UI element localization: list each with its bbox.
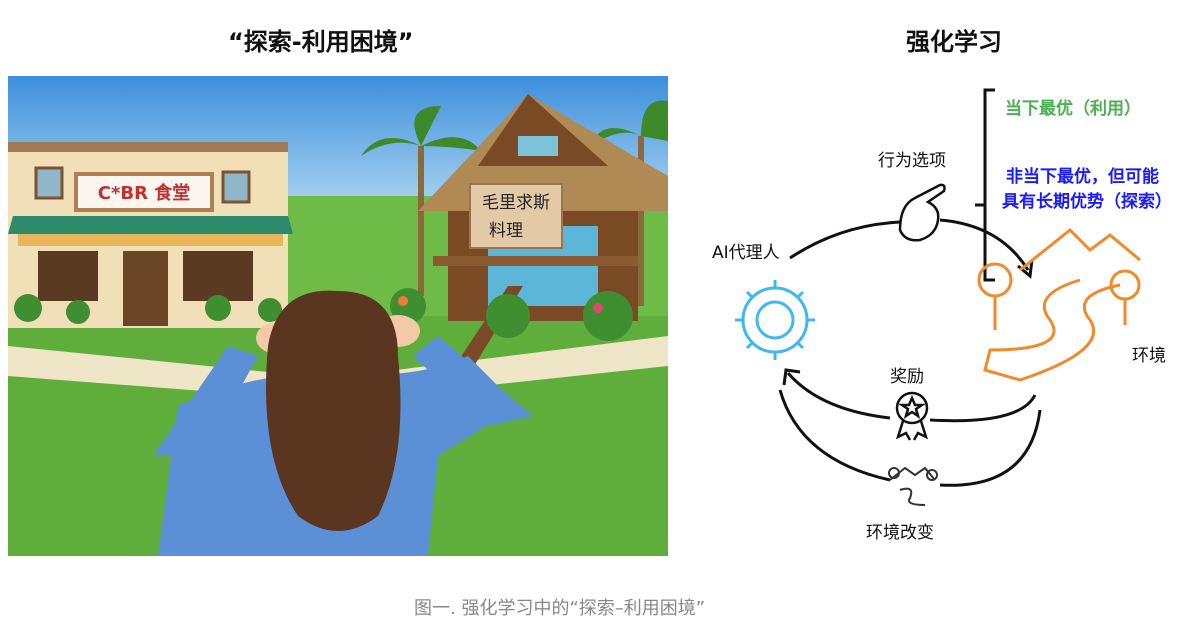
environment-label: 环境 bbox=[1132, 346, 1166, 366]
reward-medal-icon bbox=[895, 391, 929, 441]
brain-gear-icon bbox=[735, 280, 815, 360]
explore-option-line2: 具有长期优势（探索） bbox=[1002, 192, 1172, 212]
hut-sign-line1: 毛里求斯 bbox=[482, 193, 550, 213]
rl-loop-diagram bbox=[735, 88, 1141, 506]
cafeteria-sign: C*BR 食堂 bbox=[98, 182, 190, 204]
pointing-hand-icon bbox=[898, 183, 946, 242]
flower-bushes bbox=[390, 288, 633, 341]
exploit-option: 当下最优（利用） bbox=[1005, 99, 1141, 119]
action-arc-right bbox=[939, 218, 1030, 271]
dilemma-illustration: C*BR 食堂 毛里求斯 料理 bbox=[8, 76, 668, 556]
environment-change-icon bbox=[888, 466, 938, 506]
hut-sign-line2: 料理 bbox=[489, 221, 523, 241]
env-change-arrow bbox=[778, 389, 1042, 487]
illustration-scene: C*BR 食堂 毛里求斯 料理 bbox=[8, 76, 668, 556]
reward-arrow bbox=[786, 372, 1037, 423]
agent-label: AI代理人 bbox=[712, 243, 780, 263]
action-options-label: 行为选项 bbox=[878, 151, 946, 171]
explore-option-line1: 非当下最优，但可能 bbox=[1006, 167, 1159, 187]
figure-caption: 图一. 强化学习中的“探索–利用困境” bbox=[414, 598, 706, 619]
reward-label: 奖励 bbox=[890, 367, 924, 387]
action-arc-left bbox=[789, 220, 901, 260]
confused-woman bbox=[153, 290, 533, 556]
options-brace bbox=[975, 88, 995, 282]
right-panel-title: 强化学习 bbox=[906, 28, 1002, 56]
left-panel-title: “探索-利用困境” bbox=[228, 28, 414, 56]
reward-arrow-head bbox=[782, 368, 801, 386]
environment-landscape-icon bbox=[977, 227, 1141, 382]
palm-trees bbox=[361, 100, 668, 306]
environment-change-label: 环境改变 bbox=[866, 523, 934, 543]
cafeteria-building bbox=[8, 142, 293, 328]
